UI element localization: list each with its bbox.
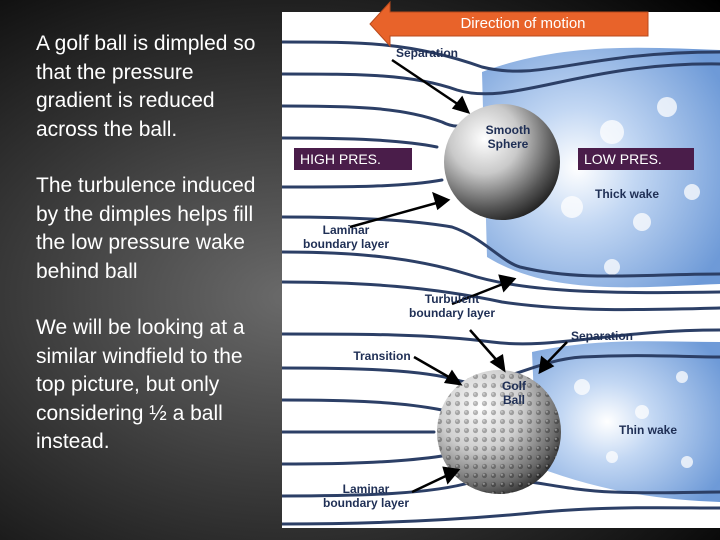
paragraph-turbulence: The turbulence induced by the dimples he… bbox=[36, 174, 256, 283]
label-laminar-bottom: Laminar boundary layer bbox=[322, 482, 410, 510]
paragraph-windfield: We will be looking at a similar windfiel… bbox=[36, 316, 245, 453]
label-turbulent: Turbulent boundary layer bbox=[408, 292, 496, 320]
direction-label: Direction of motion bbox=[460, 15, 586, 32]
label-golf-ball: Golf Ball bbox=[502, 379, 526, 407]
label-separation-bottom: Separation bbox=[570, 329, 633, 343]
label-separation-top: Separation bbox=[395, 46, 458, 60]
flow-diagram-graphic bbox=[282, 40, 720, 526]
label-laminar-top: Laminar boundary layer bbox=[302, 223, 390, 251]
flow-diagram: Separation Smooth Sphere Thick wake Lami… bbox=[282, 12, 720, 528]
wake-bubbles bbox=[561, 97, 700, 468]
golf-ball-dimples bbox=[437, 370, 561, 494]
thin-wake-region bbox=[532, 341, 720, 502]
label-transition: Transition bbox=[353, 349, 411, 363]
label-thick-wake: Thick wake bbox=[594, 187, 660, 201]
label-thin-wake: Thin wake bbox=[618, 423, 677, 437]
paragraph-golf-dimple: A golf ball is dimpled so that the press… bbox=[36, 32, 256, 141]
smooth-sphere bbox=[444, 104, 560, 220]
callout-arrows bbox=[349, 58, 568, 494]
low-pressure-callout: LOW PRES. bbox=[578, 148, 694, 170]
text-column: A golf ball is dimpled so that the press… bbox=[36, 30, 271, 485]
high-pressure-callout: HIGH PRES. bbox=[294, 148, 412, 170]
label-smooth-sphere: Smooth Sphere bbox=[485, 123, 531, 151]
